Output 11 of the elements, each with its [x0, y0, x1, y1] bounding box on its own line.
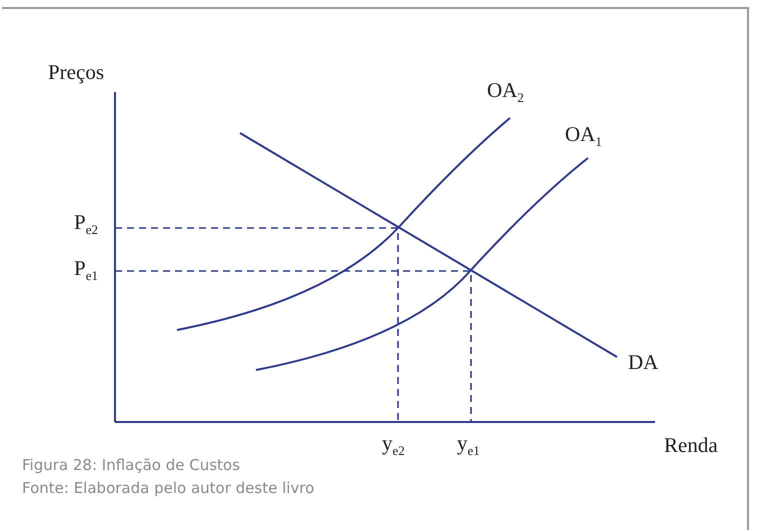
source-note: Fonte: Elaborada pelo autor deste livro	[22, 481, 314, 496]
axis-value-label: y$_{e2}$	[382, 433, 405, 458]
axis-title: Preços	[48, 62, 104, 83]
axis-value-label: P$_{e2}$	[74, 212, 98, 236]
axis-title: Renda	[664, 435, 718, 456]
curve-label: OA$_{2}$	[487, 80, 524, 104]
figure-caption: Figura 28: Inflação de Custos	[22, 458, 240, 473]
axis-value-label: y$_{e1}$	[457, 433, 480, 458]
curve-label: DA	[628, 352, 658, 373]
axis-value-label: P$_{e1}$	[74, 258, 98, 282]
curve-label: OA$_{1}$	[565, 124, 602, 148]
